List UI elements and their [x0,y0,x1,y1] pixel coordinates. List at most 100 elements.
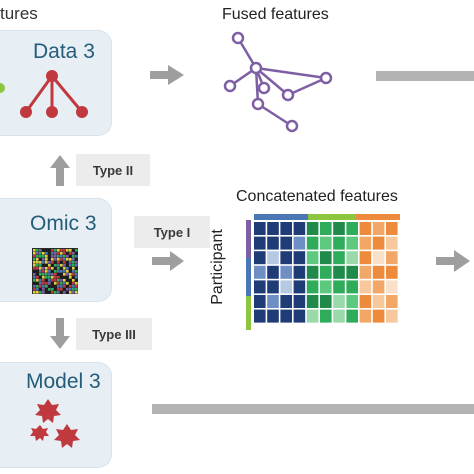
noise-pixel [60,273,63,276]
noise-pixel [45,279,48,282]
matrix-cell [280,309,292,323]
noise-pixel [66,258,69,261]
matrix-cell [320,265,332,279]
noise-pixel [66,261,69,264]
arrow-omic-to-concat [152,251,184,271]
arrow-omic-to-data [50,155,70,186]
matrix-cell [320,222,332,235]
noise-pixel [42,285,45,288]
noise-pixel [45,258,48,261]
noise-pixel [72,276,75,279]
noise-pixel [48,285,51,288]
noise-pixel [39,267,42,270]
noise-pixel [36,276,39,279]
noise-pixel [66,273,69,276]
fused-features-title: Fused features [222,6,329,23]
noise-pixel [66,264,69,267]
matrix-cell [267,295,279,308]
matrix-cell [306,309,319,323]
matrix-cell [280,251,292,265]
noise-pixel [48,288,51,291]
noise-pixel [45,282,48,285]
noise-pixel [63,249,66,252]
matrix-cell [386,295,398,308]
noise-pixel [57,288,60,291]
noise-pixel [69,261,72,264]
noise-pixel [63,252,66,255]
noise-pixel [42,261,45,264]
noise-pixel [57,285,60,288]
noise-pixel [66,279,69,282]
matrix-cell [346,265,358,279]
noise-pixel [51,267,54,270]
noise-pixel [57,261,60,264]
noise-pixel [36,288,39,291]
matrix-cell [293,295,306,308]
matrix-cell [333,236,345,250]
noise-pixel [33,291,36,294]
matrix-cell [293,222,306,235]
arrow-concat-right [436,250,470,272]
noise-pixel [33,258,36,261]
concatenated-features-title: Concatenated features [236,188,398,205]
noise-pixel [42,258,45,261]
matrix-cell [306,265,319,279]
noise-pixel [39,282,42,285]
noise-pixel [51,279,54,282]
noise-pixel [51,249,54,252]
matrix-cell [320,236,332,250]
matrix-cell [267,236,279,250]
noise-pixel [54,270,57,273]
matrix-cell [267,280,279,294]
matrix-cell [359,222,372,235]
noise-pixel [60,270,63,273]
noise-pixel [39,285,42,288]
noise-pixel [60,288,63,291]
noise-pixel [54,282,57,285]
noise-pixel [33,264,36,267]
noise-pixel [39,291,42,294]
matrix-cell [372,251,385,265]
matrix-cell [280,222,292,235]
noise-pixel [75,252,78,255]
noise-pixel [42,267,45,270]
matrix-cell [386,251,398,265]
noise-pixel [75,291,78,294]
matrix-cell [254,280,266,294]
noise-pixel [39,249,42,252]
matrix-cell [372,236,385,250]
noise-pixel [72,279,75,282]
noise-pixel [60,279,63,282]
noise-pixel [36,285,39,288]
noise-pixel [36,252,39,255]
noise-pixel [69,288,72,291]
noise-pixel [36,279,39,282]
noise-pixel [45,261,48,264]
noise-pixel [60,252,63,255]
matrix-cell [267,222,279,235]
noise-pixel [45,252,48,255]
concat-matrix [246,214,400,330]
matrix-cell [386,236,398,250]
noise-pixel [57,249,60,252]
noise-pixel [51,270,54,273]
noise-pixel [36,249,39,252]
noise-pixel [75,270,78,273]
noise-pixel [60,264,63,267]
noise-pixel [63,285,66,288]
matrix-cell [280,280,292,294]
matrix-cell [333,309,345,323]
noise-pixel [36,261,39,264]
noise-pixel [66,285,69,288]
noise-pixel [60,285,63,288]
matrix-cell [372,280,385,294]
noise-pixel [63,264,66,267]
matrix-cell [333,222,345,235]
noise-pixel [60,261,63,264]
noise-pixel [69,267,72,270]
noise-pixel [48,279,51,282]
noise-pixel [66,270,69,273]
matrix-cell [346,222,358,235]
noise-pixel [75,255,78,258]
